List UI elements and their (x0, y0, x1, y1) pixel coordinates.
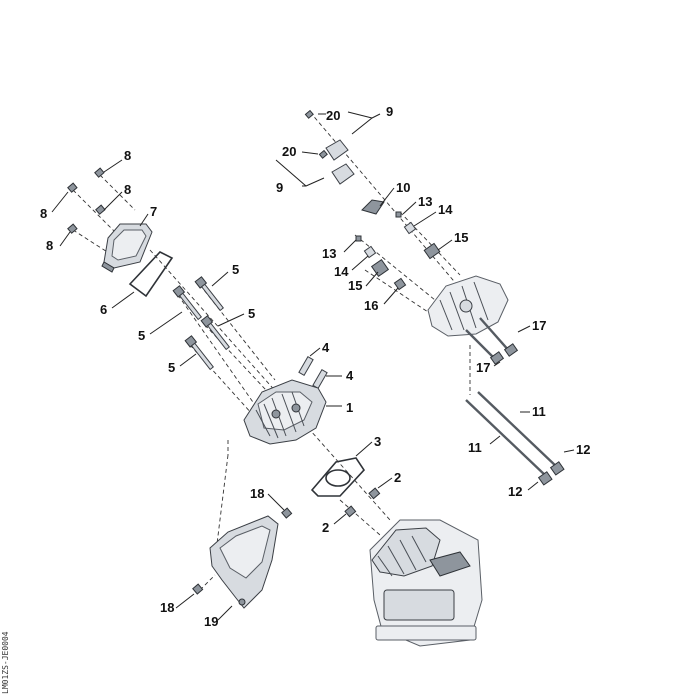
air-shroud-19 (209, 515, 279, 609)
callout-18: 18 (160, 600, 174, 615)
callout-19: 19 (204, 614, 218, 629)
callout-11: 11 (468, 440, 482, 455)
drawing-code: LM01ZS-JE0004 (1, 631, 10, 694)
cylinder-head-right (427, 275, 509, 337)
breather-cover-7 (101, 223, 153, 273)
rocker-arm-group (304, 109, 355, 185)
callout-1: 1 (346, 400, 353, 415)
valve-17-group (465, 317, 519, 365)
callout-16: 16 (364, 298, 378, 313)
valve-train-group (355, 211, 441, 278)
callout-9: 9 (276, 180, 283, 195)
callout-17: 17 (476, 360, 490, 375)
callout-13: 13 (418, 194, 432, 209)
callout-15: 15 (454, 230, 468, 245)
callout-3: 3 (374, 434, 381, 449)
leader-lines (51, 111, 575, 621)
callout-12: 12 (508, 484, 522, 499)
callout-labels: 20 9 20 9 10 13 14 15 13 14 15 16 17 17 … (40, 104, 590, 629)
callout-6: 6 (100, 302, 107, 317)
cylinder-head-1 (243, 379, 327, 445)
callout-4: 4 (346, 368, 354, 383)
gasket-6 (128, 251, 174, 298)
push-rod-11-group (465, 391, 565, 486)
callout-14: 14 (334, 264, 349, 279)
valve-seal-16 (393, 277, 407, 291)
callout-5: 5 (248, 306, 255, 321)
callout-2: 2 (394, 470, 401, 485)
callout-4: 4 (322, 340, 330, 355)
callout-5: 5 (168, 360, 175, 375)
callout-8: 8 (124, 148, 131, 163)
head-gasket-3 (310, 457, 366, 497)
callout-10: 10 (396, 180, 410, 195)
callout-5: 5 (232, 262, 239, 277)
callout-7: 7 (150, 204, 157, 219)
callout-20: 20 (282, 144, 296, 159)
screw-8-group (67, 167, 106, 234)
callout-8: 8 (46, 238, 53, 253)
callout-8: 8 (40, 206, 47, 221)
crankcase (369, 519, 483, 647)
callout-15: 15 (348, 278, 362, 293)
callout-18: 18 (250, 486, 264, 501)
callout-8: 8 (124, 182, 131, 197)
rocker-pivot-10 (361, 199, 385, 215)
callout-9: 9 (386, 104, 393, 119)
callout-17: 17 (532, 318, 546, 333)
dowel-pin-2-group (344, 487, 381, 518)
callout-5: 5 (138, 328, 145, 343)
callout-20: 20 (326, 108, 340, 123)
callout-14: 14 (438, 202, 453, 217)
screw-18-group (192, 507, 293, 595)
stud-4-group (298, 356, 328, 389)
callout-11: 11 (532, 404, 546, 419)
callout-2: 2 (322, 520, 329, 535)
callout-12: 12 (576, 442, 590, 457)
callout-13: 13 (322, 246, 336, 261)
bolt-5-group (172, 276, 230, 371)
